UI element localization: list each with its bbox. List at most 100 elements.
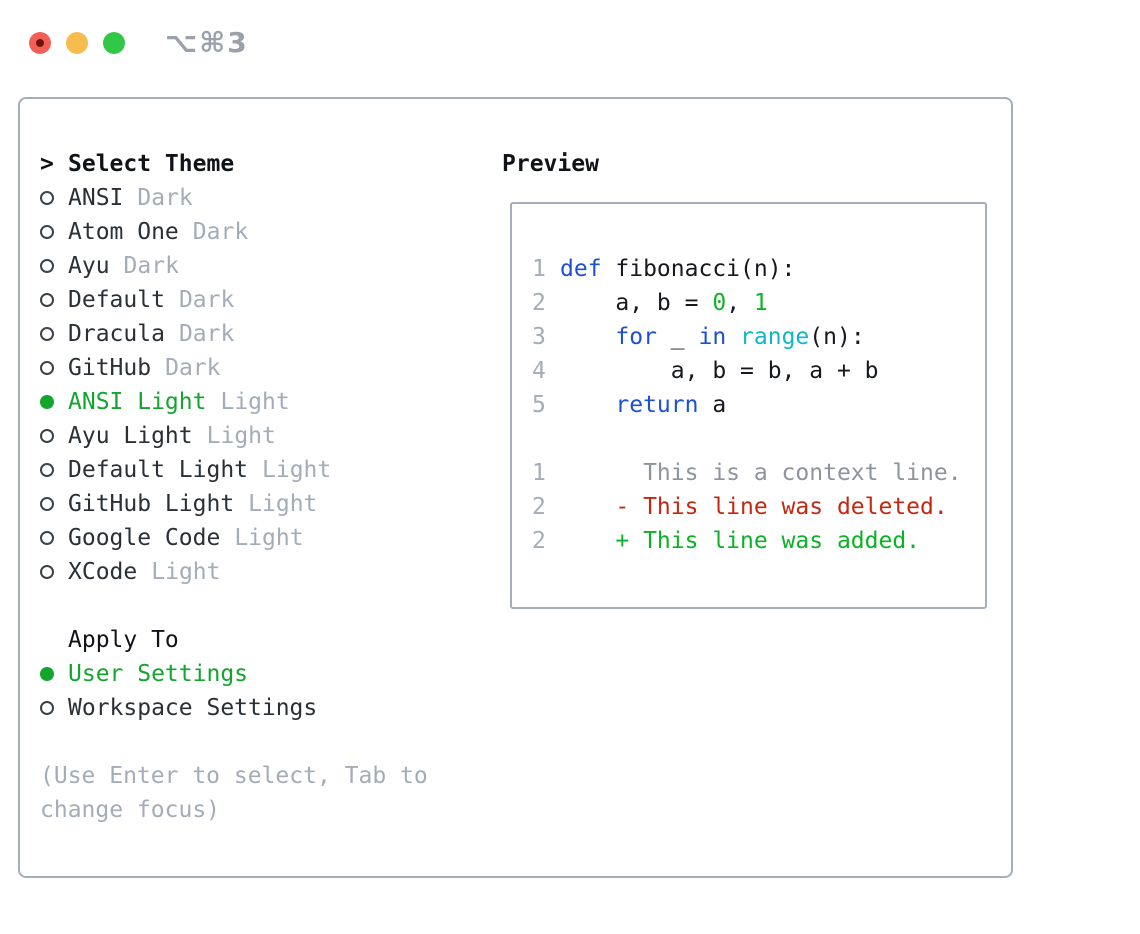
radio-icon (40, 259, 68, 273)
theme-variant: Light (206, 423, 276, 449)
radio-selected-icon (40, 667, 68, 681)
line-number: 2 (532, 528, 546, 554)
theme-option-github[interactable]: GitHub Dark (40, 351, 444, 385)
line-number: 4 (532, 358, 546, 384)
theme-variant: Dark (165, 355, 221, 381)
code-text: def fibonacci(n): (560, 256, 795, 282)
code-segment (560, 324, 615, 350)
window-close-button[interactable] (29, 31, 51, 54)
theme-name: ANSI (68, 185, 124, 211)
line-number: 5 (532, 392, 546, 418)
theme-name: Default Light (68, 457, 249, 483)
theme-variant: Light (151, 559, 221, 585)
apply-option-label: User Settings (68, 661, 249, 687)
diff-line-context: 1 This is a context line. (532, 456, 962, 490)
radio-icon (40, 701, 68, 715)
diff-text: This is a context line. (560, 460, 962, 486)
theme-name: Ayu (68, 253, 110, 279)
theme-name: GitHub (68, 355, 152, 381)
theme-name: Atom One (68, 219, 179, 245)
theme-name: Google Code (68, 525, 221, 551)
apply-to-title: Apply To (68, 627, 179, 653)
theme-option-atom-one[interactable]: Atom One Dark (40, 215, 444, 249)
radio-icon (40, 565, 68, 579)
code-segment: a, b = (560, 290, 713, 316)
select-theme-title: Select Theme (68, 151, 235, 177)
diff-text: - This line was deleted. (560, 494, 948, 520)
theme-name: ANSI Light (68, 389, 207, 415)
code-text: a, b = b, a + b (560, 358, 879, 384)
window-minimize-button[interactable] (66, 31, 88, 54)
diff-text: + This line was added. (560, 528, 921, 554)
code-segment: _ (656, 324, 699, 350)
window-zoom-button[interactable] (103, 31, 125, 54)
apply-option-label: Workspace Settings (68, 695, 318, 721)
theme-variant: Light (220, 389, 290, 415)
code-segment: a (698, 392, 727, 418)
apply-to-header: Apply To (40, 623, 444, 657)
code-segment: a, b = b, a + b (560, 358, 879, 384)
spacer (40, 725, 444, 759)
theme-name: Ayu Light (68, 423, 193, 449)
code-text: a, b = 0, 1 (560, 290, 768, 316)
theme-option-default-light[interactable]: Default Light Light (40, 453, 444, 487)
theme-option-google-code[interactable]: Google Code Light (40, 521, 444, 555)
radio-icon (40, 293, 68, 307)
line-number: 2 (532, 494, 546, 520)
theme-option-ayu[interactable]: Ayu Dark (40, 249, 444, 283)
theme-option-ansi[interactable]: ANSI Dark (40, 181, 444, 215)
code-text: return a (560, 392, 726, 418)
code-line: 2 a, b = 0, 1 (532, 286, 962, 320)
line-number: 2 (532, 290, 546, 316)
help-text: (Use Enter to select, Tab to change focu… (40, 763, 428, 823)
keyboard-shortcut-label: ⌥⌘3 (165, 26, 249, 59)
apply-option-workspace-settings[interactable]: Workspace Settings (40, 691, 444, 725)
theme-variant: Dark (192, 219, 249, 245)
radio-icon (40, 225, 68, 239)
theme-option-ayu-light[interactable]: Ayu Light Light (40, 419, 444, 453)
theme-option-github-light[interactable]: GitHub Light Light (40, 487, 444, 521)
code-line: 4 a, b = b, a + b (532, 354, 962, 388)
theme-variant: Light (234, 525, 304, 551)
radio-selected-icon (40, 395, 68, 409)
code-segment: (n): (809, 324, 865, 350)
theme-variant: Dark (178, 321, 235, 347)
radio-icon (40, 463, 68, 477)
code-segment: fibonacci(n): (601, 256, 796, 282)
code-segment: 0 (712, 290, 727, 316)
code-segment: in (698, 324, 727, 350)
apply-option-user-settings[interactable]: User Settings (40, 657, 444, 691)
theme-variant: Light (262, 457, 332, 483)
code-segment: 1 (753, 290, 768, 316)
spacer (40, 589, 444, 623)
radio-icon (40, 191, 68, 205)
code-segment: , (726, 290, 754, 316)
window-titlebar: ⌥⌘3 (29, 26, 249, 59)
diff-line-deleted: 2 - This line was deleted. (532, 490, 962, 524)
code-text: for _ in range(n): (560, 324, 865, 350)
theme-name: GitHub Light (68, 491, 235, 517)
diff-line-added: 2 + This line was added. (532, 524, 962, 558)
theme-variant: Dark (137, 185, 193, 211)
theme-option-ansi-light[interactable]: ANSI Light Light (40, 385, 444, 419)
theme-variant: Dark (123, 253, 179, 279)
code-segment (726, 324, 740, 350)
theme-variant: Light (248, 491, 318, 517)
code-segment: range (740, 324, 810, 350)
line-number: 3 (532, 324, 546, 350)
code-segment: for (615, 324, 657, 350)
radio-icon (40, 429, 68, 443)
select-theme-header: > Select Theme (40, 147, 444, 181)
code-segment: return (615, 392, 699, 418)
